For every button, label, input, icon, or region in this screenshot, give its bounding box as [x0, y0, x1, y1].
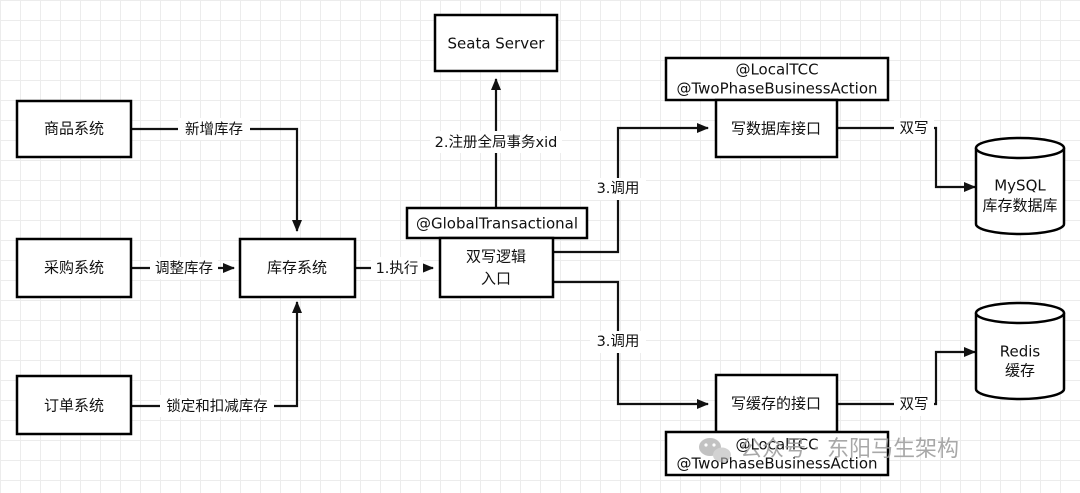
edge-label-dual-write-cache: 双写 [900, 396, 929, 413]
edge-inventory-to-dualwrite: 1.执行 [355, 257, 434, 279]
redis-cache-label: 缓存 [1005, 362, 1035, 380]
watermark-text: 公众号 · 东阳马生架构 [740, 437, 959, 462]
tcc-annotation-bottom: @LocalTCC @TwoPhaseBusinessAction [664, 430, 890, 477]
edge-label-add-stock: 新增库存 [185, 121, 243, 138]
edge-label-call-cache: 3.调用 [597, 333, 640, 350]
edge-writecache-to-redis: 双写 [837, 347, 976, 416]
redis-label: Redis [1000, 343, 1041, 361]
mysql-label: MySQL [994, 177, 1046, 195]
edge-goods-to-inventory: 新增库存 [131, 118, 302, 232]
edge-label-dual-write-db: 双写 [900, 120, 929, 137]
edge-dualwrite-to-writecache: 3.调用 [553, 280, 709, 409]
seata-server-node: Seata Server [433, 13, 559, 73]
tcc-top-action-label: @TwoPhaseBusinessAction [676, 80, 877, 98]
edge-label-lock-deduct: 锁定和扣减库存 [166, 398, 268, 415]
mysql-database-cylinder: MySQL 库存数据库 [974, 136, 1066, 236]
write-db-interface-label: 写数据库接口 [731, 120, 821, 138]
write-cache-interface-node: 写缓存的接口 [714, 373, 839, 434]
dual-write-entry-line2: 入口 [481, 270, 511, 288]
watermark: 公众号 · 东阳马生架构 [699, 437, 959, 463]
seata-server-label: Seata Server [448, 35, 546, 53]
edge-dualwrite-to-seata: 2.注册全局事务xid [430, 78, 562, 207]
order-system-node: 订单系统 [15, 374, 133, 436]
edge-label-register-xid: 2.注册全局事务xid [435, 133, 558, 151]
mysql-db-label: 库存数据库 [982, 197, 1057, 215]
edge-label-execute: 1.执行 [376, 260, 419, 277]
purchase-system-node: 采购系统 [15, 237, 133, 299]
goods-system-label: 商品系统 [44, 120, 104, 138]
global-transactional-label: @GlobalTransactional [416, 215, 578, 233]
purchase-system-label: 采购系统 [44, 259, 104, 277]
tcc-top-local-label: @LocalTCC [735, 61, 818, 79]
global-transactional-annotation: @GlobalTransactional [405, 206, 589, 240]
dual-write-entry-line1: 双写逻辑 [466, 248, 526, 266]
tcc-annotation-top: @LocalTCC @TwoPhaseBusinessAction [664, 56, 890, 102]
write-db-interface-node: 写数据库接口 [714, 98, 839, 159]
wechat-icon [699, 438, 731, 463]
tcc-bottom-local-label: @LocalTCC [735, 436, 818, 454]
goods-system-node: 商品系统 [15, 99, 133, 159]
edge-writedb-to-mysql: 双写 [837, 118, 976, 192]
edge-dualwrite-to-writedb: 3.调用 [553, 123, 709, 254]
dual-write-entry-node: 双写逻辑 入口 [438, 236, 555, 299]
redis-cache-cylinder: Redis 缓存 [974, 301, 1066, 401]
inventory-system-node: 库存系统 [238, 237, 357, 299]
edge-label-adjust-stock: 调整库存 [155, 260, 213, 277]
edge-purchase-to-inventory: 调整库存 [131, 257, 235, 279]
write-cache-interface-label: 写缓存的接口 [731, 395, 821, 413]
edge-order-to-inventory: 锁定和扣减库存 [131, 301, 302, 417]
inventory-system-label: 库存系统 [267, 259, 327, 277]
edge-label-call-db: 3.调用 [597, 180, 640, 197]
order-system-label: 订单系统 [44, 397, 104, 415]
